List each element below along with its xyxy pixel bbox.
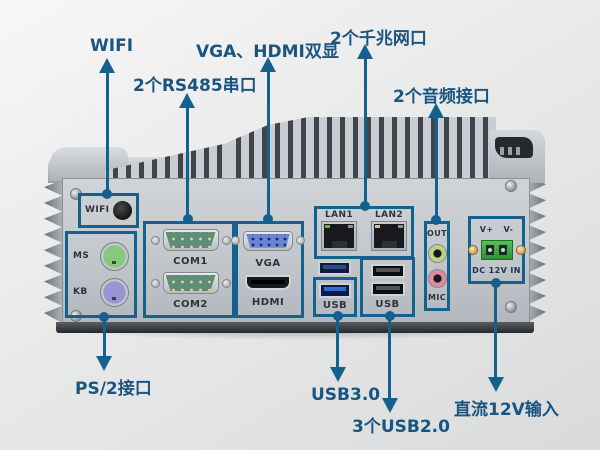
callout-lan-label: 2个千兆网口: [330, 29, 427, 49]
lan1-label: LAN1: [324, 210, 354, 220]
screw-bottom-right: [505, 301, 517, 313]
dc-terminal-block: [480, 240, 513, 260]
usb2-port-1: [370, 264, 405, 278]
leader-line: [103, 317, 106, 356]
callout-wifi-label: WIFI: [90, 36, 134, 56]
connector-dot: [102, 189, 112, 199]
heatsink-notch: [495, 137, 533, 158]
usb3-panel-label: USB: [322, 300, 348, 311]
heatsink-fins-main: [228, 117, 496, 183]
connector-dot: [431, 215, 441, 225]
arrow-down-icon: [488, 377, 504, 392]
callout-usb3-label: USB3.0: [311, 385, 381, 405]
leader-line: [364, 57, 367, 206]
lan1-port: [321, 221, 357, 251]
lan-port-group: LAN1 LAN2: [314, 206, 414, 259]
ps2-keyboard-port: [100, 278, 129, 308]
arrow-up-icon: [99, 58, 115, 73]
callout-display-label: VGA、HDMI双显: [196, 42, 339, 62]
ps2-port-group: MS KB: [65, 231, 137, 318]
audio-port-group: OUT MIC: [424, 221, 450, 311]
callout-ps2-label: PS/2接口: [75, 379, 152, 399]
screw-top-right: [505, 180, 517, 192]
lan2-label: LAN2: [374, 210, 404, 220]
serial-port-group: COM1 COM2: [143, 221, 238, 318]
leader-line: [336, 316, 339, 367]
connector-dot: [183, 214, 193, 224]
left-heatsink-teeth: [44, 180, 62, 323]
mic-label: MIC: [427, 293, 446, 302]
usb2-panel-label: USB: [375, 299, 400, 310]
right-heatsink-teeth: [528, 177, 546, 322]
heatsink-right-cap: [489, 130, 545, 183]
leader-line: [494, 283, 497, 377]
vplus-label: V+: [479, 224, 494, 234]
ps2-mouse-port: [100, 241, 129, 271]
video-port-group: VGA HDMI: [231, 221, 305, 318]
leader-line: [435, 116, 438, 220]
connector-dot: [263, 214, 273, 224]
arrow-up-icon: [357, 44, 373, 59]
wifi-antenna-connector: [113, 201, 132, 220]
lineout-label: OUT: [427, 229, 447, 238]
arrow-up-icon: [179, 93, 195, 108]
callout-audio-label: 2个音频接口: [393, 87, 490, 107]
usb3-port: [319, 283, 351, 298]
usb2-port-2: [370, 282, 405, 296]
callout-dc-label: 直流12V输入: [454, 400, 559, 420]
wifi-port-label: WIFI: [85, 205, 110, 215]
lineout-jack: [427, 244, 447, 263]
com1-label: COM1: [173, 256, 208, 267]
connector-dot: [360, 201, 370, 211]
usb2-port-group: USB: [360, 257, 415, 317]
com1-port: [150, 229, 231, 251]
dc-power-group: V+ V- DC 12V IN: [467, 216, 526, 284]
keyboard-port-label: KB: [73, 287, 88, 298]
vga-label: VGA: [255, 257, 281, 269]
mouse-port-label: MS: [73, 250, 90, 261]
leader-line: [388, 316, 391, 398]
lan2-port: [371, 221, 407, 251]
callout-usb2-label: 3个USB2.0: [352, 417, 450, 437]
callout-rs485-label: 2个RS485串口: [133, 76, 257, 96]
mic-jack: [427, 269, 447, 288]
arrow-down-icon: [382, 398, 398, 413]
vminus-label: V-: [503, 224, 514, 234]
mount-screw-left: [467, 245, 478, 255]
arrow-up-icon: [260, 57, 276, 72]
hdmi-port: [245, 275, 291, 291]
arrow-up-icon: [428, 103, 444, 118]
arrow-down-icon: [330, 367, 346, 382]
com2-label: COM2: [173, 299, 208, 310]
vga-port: [231, 230, 305, 251]
usb2-port-extra: [318, 261, 351, 275]
dc-in-label: DC 12V IN: [472, 265, 521, 275]
arrow-down-icon: [96, 356, 112, 371]
leader-line: [106, 71, 109, 193]
hdmi-label: HDMI: [251, 297, 285, 309]
mount-screw-right: [515, 245, 526, 255]
leader-line: [186, 106, 189, 219]
com2-port: [150, 272, 231, 294]
leader-line: [267, 70, 270, 219]
chassis-bottom-edge: [56, 322, 534, 333]
